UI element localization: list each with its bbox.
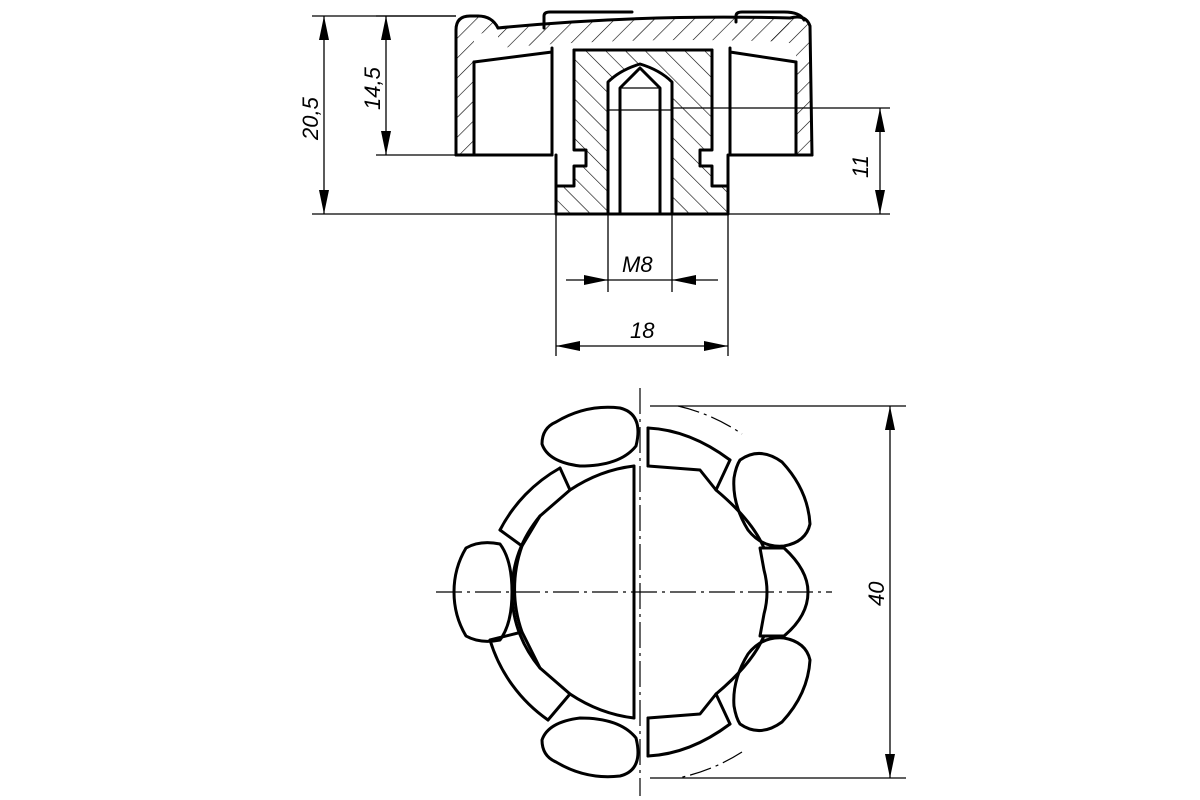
lobe-top-left xyxy=(540,405,640,468)
dim-outer-diameter: 40 xyxy=(650,405,906,779)
lobe-bottom-left xyxy=(540,716,640,779)
lobe-left xyxy=(452,541,514,643)
knob-lobes xyxy=(452,405,812,779)
plan-view: 40 xyxy=(436,388,906,796)
section-outline xyxy=(454,10,814,216)
dim-label-overall-height: 20,5 xyxy=(298,96,323,141)
dim-label-hub-diameter: 18 xyxy=(630,318,655,343)
dim-hub-diameter: 18 xyxy=(555,214,729,356)
outer-envelope-arc xyxy=(677,405,743,435)
section-view: 20,5 14,5 11 M8 xyxy=(298,10,890,356)
dim-label-thread: M8 xyxy=(622,252,653,277)
lobe-bottom-right xyxy=(732,636,812,732)
dim-lobe-height: 14,5 xyxy=(360,15,456,156)
dim-label-thread-depth: 11 xyxy=(848,155,873,178)
dim-thread: M8 xyxy=(566,214,718,292)
dim-thread-depth: 11 xyxy=(672,107,890,215)
lobe-top-right xyxy=(732,452,812,548)
section-hatching xyxy=(456,16,812,214)
dim-label-outer-diameter: 40 xyxy=(864,581,889,606)
knob-ring xyxy=(488,426,810,758)
dim-label-lobe-height: 14,5 xyxy=(360,66,385,110)
